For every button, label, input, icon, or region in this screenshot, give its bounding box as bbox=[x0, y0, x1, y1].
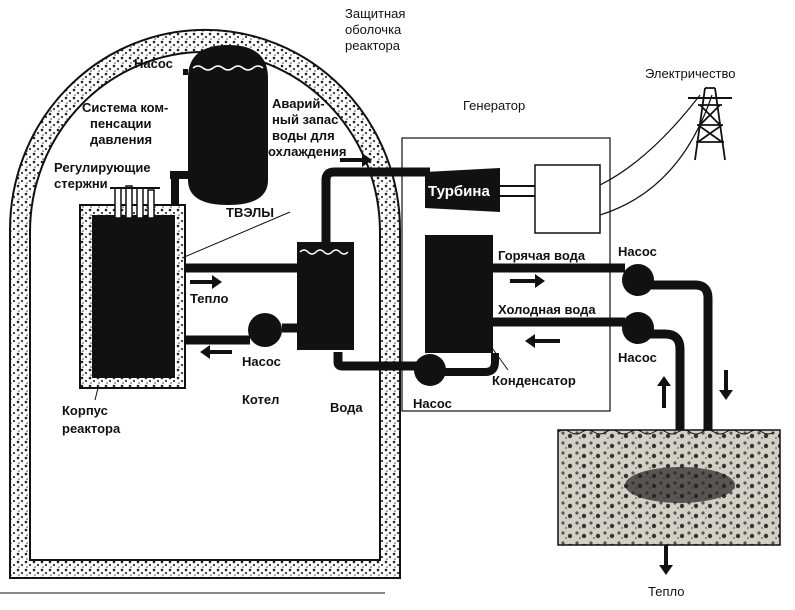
label-emergency-1: Аварий- bbox=[272, 96, 325, 111]
flow-arrows bbox=[190, 153, 733, 575]
flow-arrow-icon bbox=[200, 345, 232, 359]
flow-arrow-icon bbox=[510, 274, 545, 288]
label-control-rods-2: стержни bbox=[54, 176, 108, 191]
label-heat-out: Тепло bbox=[648, 584, 684, 599]
label-pump-reactor: Насос bbox=[242, 354, 281, 369]
label-hot-water: Горячая вода bbox=[498, 248, 586, 263]
flow-arrow-icon bbox=[340, 153, 372, 167]
steam-line bbox=[321, 167, 430, 371]
flow-arrow-icon bbox=[719, 370, 733, 400]
label-pressurizer-2: пенсации bbox=[90, 116, 152, 131]
label-turbine: Турбина bbox=[428, 183, 490, 200]
label-emergency-3: воды для bbox=[272, 128, 335, 143]
generator bbox=[534, 164, 601, 234]
cooling-reservoir bbox=[557, 429, 781, 546]
flow-arrow-icon bbox=[190, 275, 222, 289]
label-water: Вода bbox=[330, 400, 363, 415]
emergency-cooling-tank bbox=[188, 45, 268, 205]
primary-loop bbox=[185, 263, 298, 347]
transmission-tower-icon bbox=[688, 87, 732, 161]
label-pump-condenser: Насос bbox=[413, 396, 452, 411]
label-vessel-1: Корпус bbox=[62, 403, 108, 418]
label-pump-top: Насос bbox=[134, 56, 173, 71]
turbine bbox=[425, 168, 535, 212]
flow-arrow-icon bbox=[659, 545, 673, 575]
leader-lines bbox=[94, 211, 509, 401]
label-pump-cold: Насос bbox=[618, 350, 657, 365]
label-boiler: Котел bbox=[242, 392, 279, 407]
label-pressurizer-1: Система ком- bbox=[82, 100, 168, 115]
label-pressurizer-3: давления bbox=[90, 132, 152, 147]
cooling-loop bbox=[493, 263, 713, 450]
label-cold-water: Холодная вода bbox=[498, 302, 596, 317]
label-containment-2: оболочка bbox=[345, 22, 402, 37]
label-control-rods-1: Регулирующие bbox=[54, 160, 151, 175]
turbine-hall-outline bbox=[401, 137, 611, 412]
label-emergency-2: ный запас bbox=[272, 112, 338, 127]
flow-arrow-icon bbox=[657, 376, 671, 408]
boiler bbox=[297, 242, 354, 350]
label-generator: Генератор bbox=[463, 98, 525, 113]
label-electricity: Электричество bbox=[645, 66, 735, 81]
label-heat-reactor: Тепло bbox=[190, 291, 228, 306]
condenser bbox=[414, 235, 499, 386]
reactor-vessel bbox=[79, 204, 186, 389]
power-lines bbox=[599, 94, 713, 216]
flow-arrow-icon bbox=[525, 334, 560, 348]
label-containment-3: реактора bbox=[345, 38, 401, 53]
label-pump-hot: Насос bbox=[618, 244, 657, 259]
label-fuel-rods: ТВЭЛЫ bbox=[226, 205, 274, 220]
label-vessel-2: реактора bbox=[62, 421, 121, 436]
label-condenser: Конденсатор bbox=[492, 373, 576, 388]
text-labels: Защитная оболочка реактора Насос Система… bbox=[54, 6, 735, 599]
label-containment-1: Защитная bbox=[345, 6, 405, 21]
label-emergency-4: охлаждения bbox=[268, 144, 346, 159]
control-rods bbox=[110, 185, 160, 219]
